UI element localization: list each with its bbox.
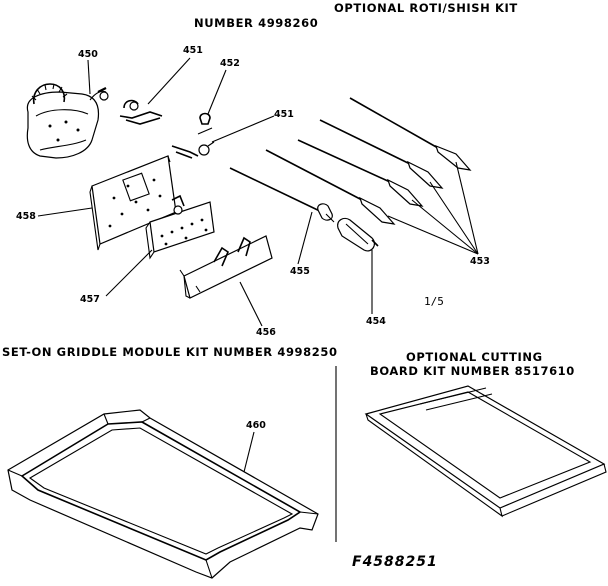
- spit-bracket-457: [145, 194, 215, 260]
- part-label-458: 458: [16, 211, 36, 222]
- scale-note: 1/5: [424, 295, 444, 308]
- rotisserie-motor: [26, 83, 109, 159]
- roti-kit-title-line1: OPTIONAL ROTI/SHISH KIT: [334, 1, 518, 15]
- part-label-451-lower: 451: [274, 109, 294, 120]
- clip-452: [197, 112, 213, 135]
- part-label-457: 457: [80, 294, 100, 305]
- cutting-board-title-line2: BOARD KIT NUMBER 8517610: [370, 364, 575, 378]
- part-label-456: 456: [256, 327, 276, 338]
- part-label-460: 460: [246, 420, 266, 431]
- part-label-450: 450: [78, 49, 98, 60]
- griddle-460: [7, 409, 319, 579]
- spit-rod-455: [229, 167, 335, 223]
- part-label-451-upper: 451: [183, 45, 203, 56]
- mount-plate-458: [89, 155, 177, 251]
- cutting-board: [364, 385, 607, 518]
- roti-kit-title-line2: NUMBER 4998260: [194, 16, 318, 30]
- cutting-board-title-line1: OPTIONAL CUTTING: [406, 350, 543, 364]
- part-label-452: 452: [220, 58, 240, 69]
- part-label-455: 455: [290, 266, 310, 277]
- figure-id: F4588251: [352, 554, 438, 570]
- bracket-451-lower: [171, 141, 215, 159]
- part-label-453: 453: [470, 256, 490, 267]
- skewer-set-453: [265, 97, 472, 225]
- part-label-454: 454: [366, 316, 386, 327]
- support-456: [179, 235, 273, 299]
- griddle-kit-title: SET-ON GRIDDLE MODULE KIT NUMBER 4998250: [2, 345, 338, 359]
- bracket-451-upper: [119, 99, 163, 125]
- spit-handle-454: [337, 217, 379, 252]
